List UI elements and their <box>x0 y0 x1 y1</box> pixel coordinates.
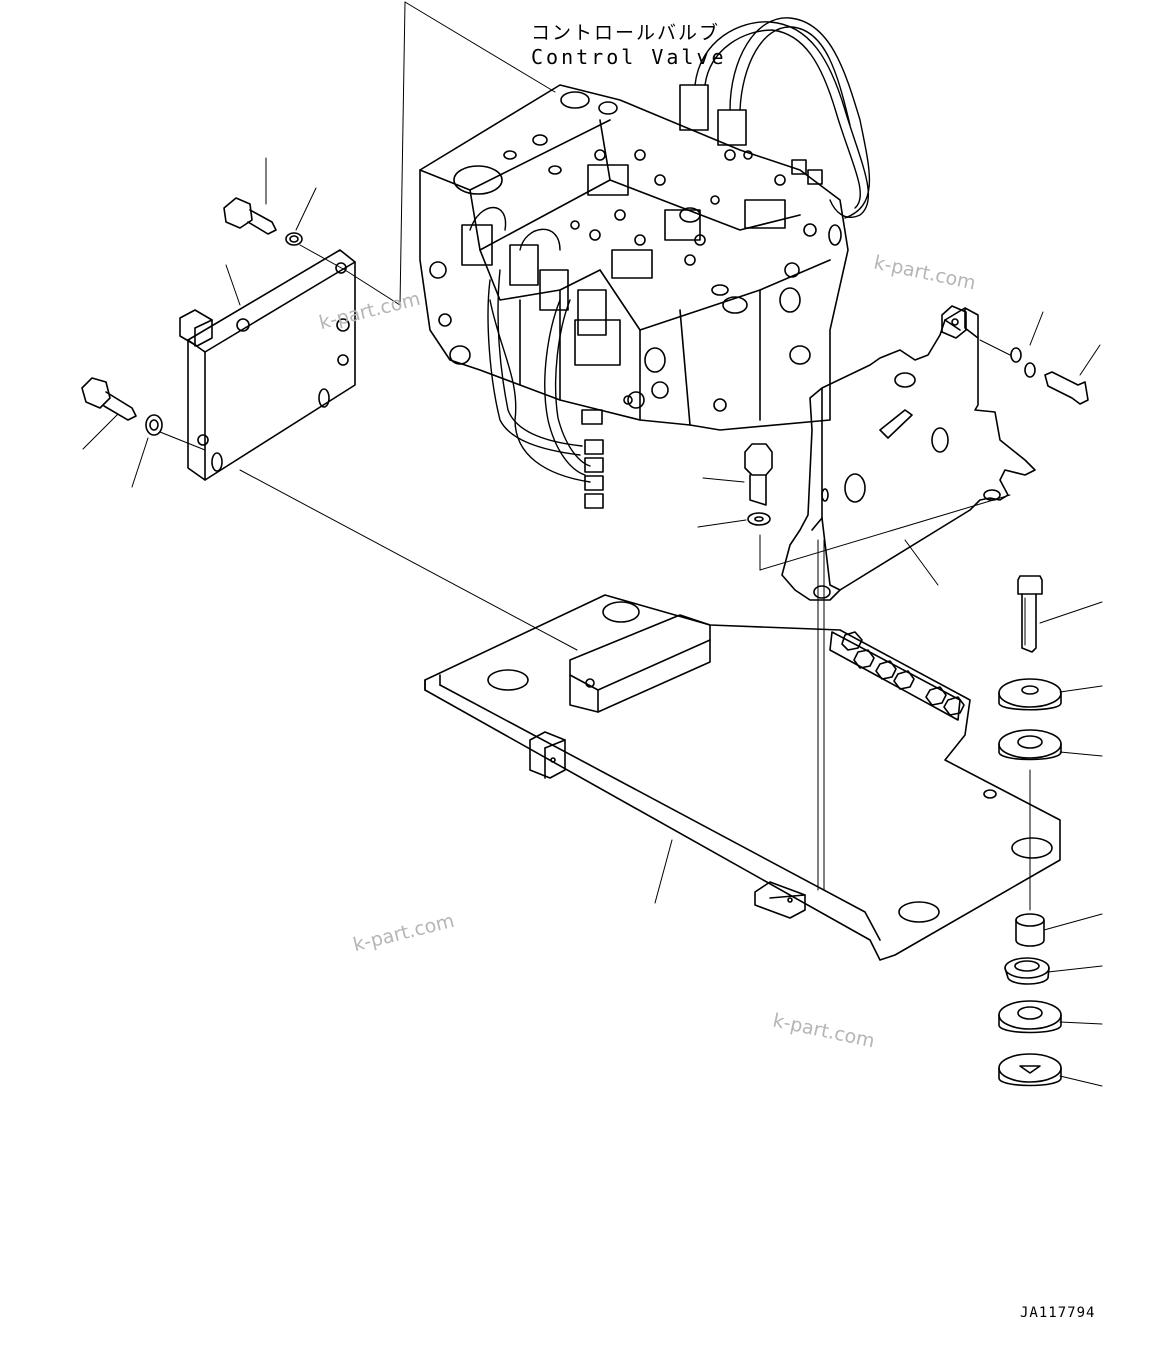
upper-bolt-and-washer <box>224 158 316 245</box>
right-bracket <box>760 306 1035 600</box>
center-bolt-and-washer <box>698 444 824 890</box>
left-cover-plate <box>180 250 355 480</box>
right-bolt-washers <box>980 312 1100 404</box>
lower-bolt-and-washer <box>82 378 162 487</box>
control-valve-label-en: Control Valve <box>531 45 727 69</box>
mount-parts-stack <box>999 576 1102 1086</box>
plate-leader-lines <box>160 245 577 650</box>
control-valve-leader-lines <box>345 2 555 305</box>
drawing-code: JA117794 <box>1020 1305 1096 1321</box>
control-valve-label-jp: コントロールバルブ <box>531 22 721 44</box>
control-valve-assembly <box>420 18 869 508</box>
base-plate <box>425 595 1060 960</box>
